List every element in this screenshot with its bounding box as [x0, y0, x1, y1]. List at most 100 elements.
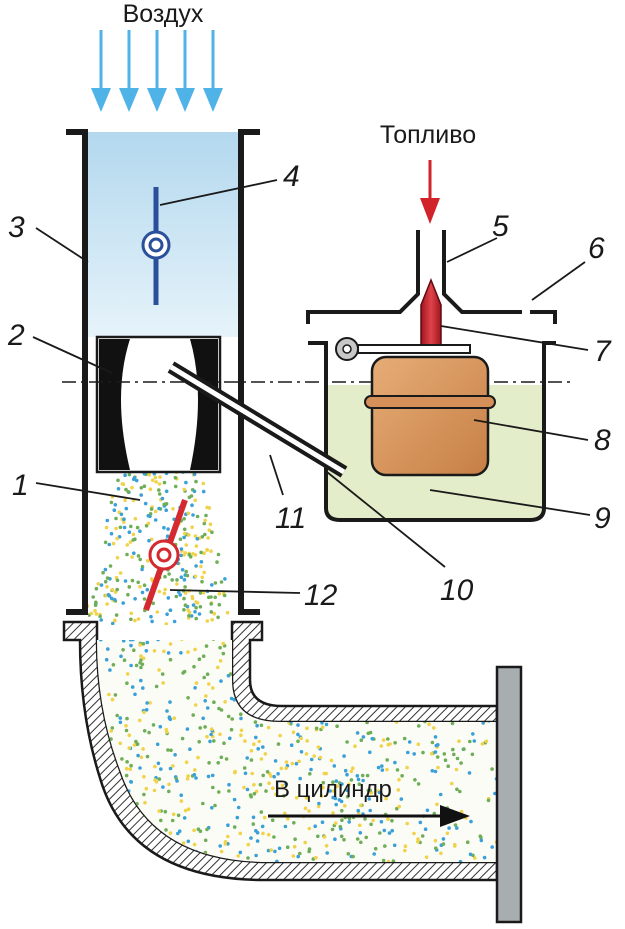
droplet: [339, 650, 343, 654]
droplet: [279, 766, 284, 771]
droplet: [288, 644, 292, 649]
droplet: [171, 812, 176, 817]
droplet: [445, 831, 450, 836]
droplet: [284, 760, 289, 764]
droplet: [109, 531, 114, 536]
droplet: [393, 668, 398, 673]
droplet: [373, 651, 377, 655]
droplet: [270, 818, 275, 822]
droplet: [207, 595, 211, 600]
droplet: [252, 791, 257, 796]
droplet: [346, 852, 351, 856]
droplet: [367, 640, 372, 642]
droplet: [412, 752, 417, 756]
droplet: [192, 489, 197, 494]
droplet: [173, 484, 178, 489]
droplet: [424, 855, 429, 859]
droplet: [333, 837, 337, 841]
droplet: [291, 854, 296, 858]
droplet: [197, 612, 202, 616]
droplet: [353, 744, 357, 748]
droplet: [115, 845, 119, 849]
droplet: [236, 805, 241, 810]
droplet: [370, 634, 374, 638]
droplet: [393, 677, 398, 682]
droplet: [321, 693, 326, 698]
droplet: [258, 673, 263, 677]
droplet: [376, 765, 381, 770]
droplet: [452, 752, 456, 757]
droplet: [170, 818, 175, 823]
droplet: [335, 674, 339, 678]
droplet: [203, 518, 207, 523]
droplet: [129, 763, 133, 768]
droplet: [355, 837, 360, 841]
droplet: [254, 853, 258, 858]
droplet: [286, 817, 290, 821]
droplet: [250, 771, 254, 776]
droplet: [359, 840, 363, 845]
outlet-arrow-icon: [268, 805, 470, 827]
droplet: [385, 767, 389, 772]
droplet: [401, 700, 405, 705]
droplet: [128, 767, 132, 772]
droplet: [492, 657, 497, 662]
droplet: [94, 586, 99, 591]
droplet: [333, 796, 338, 801]
droplet: [343, 647, 347, 651]
droplet: [349, 778, 354, 782]
throttle-valve: [143, 498, 188, 612]
droplet: [115, 831, 119, 836]
droplet: [143, 501, 148, 506]
droplet: [355, 774, 360, 778]
droplet: [163, 587, 167, 592]
droplet: [391, 859, 396, 862]
droplet: [185, 573, 190, 578]
droplet: [102, 854, 107, 858]
droplet: [395, 806, 399, 811]
droplet: [223, 577, 227, 581]
droplet: [436, 765, 440, 770]
droplet: [191, 513, 195, 517]
droplet: [271, 786, 275, 790]
droplet: [325, 666, 329, 670]
droplet: [139, 755, 144, 760]
droplet: [460, 691, 464, 695]
droplet: [467, 634, 471, 638]
droplet: [130, 485, 134, 490]
callout-12: 12: [304, 579, 338, 612]
droplet: [112, 508, 117, 512]
droplet: [322, 771, 327, 776]
droplet: [127, 585, 132, 589]
droplet: [209, 602, 213, 606]
droplet: [321, 785, 325, 790]
droplet: [467, 699, 471, 703]
droplet: [469, 689, 474, 693]
droplet: [219, 708, 224, 712]
droplet: [301, 655, 306, 660]
droplet: [184, 480, 188, 485]
droplet: [136, 617, 141, 621]
droplet: [420, 659, 425, 664]
droplet: [200, 535, 205, 539]
droplet: [331, 780, 335, 784]
droplet: [211, 640, 216, 641]
droplet: [130, 555, 134, 559]
droplet: [181, 841, 186, 845]
droplet: [345, 772, 349, 777]
droplet: [278, 693, 282, 698]
droplet: [222, 741, 226, 745]
droplet: [126, 490, 130, 494]
droplet: [426, 640, 430, 642]
droplet: [139, 665, 143, 670]
droplet: [397, 804, 402, 809]
droplet: [395, 768, 400, 772]
droplet: [251, 648, 256, 653]
droplet: [284, 782, 288, 786]
droplet: [109, 500, 114, 505]
droplet: [151, 601, 155, 606]
droplet: [168, 608, 173, 612]
callout-8: 8: [594, 424, 611, 457]
droplet: [449, 636, 453, 640]
droplet: [261, 745, 265, 749]
